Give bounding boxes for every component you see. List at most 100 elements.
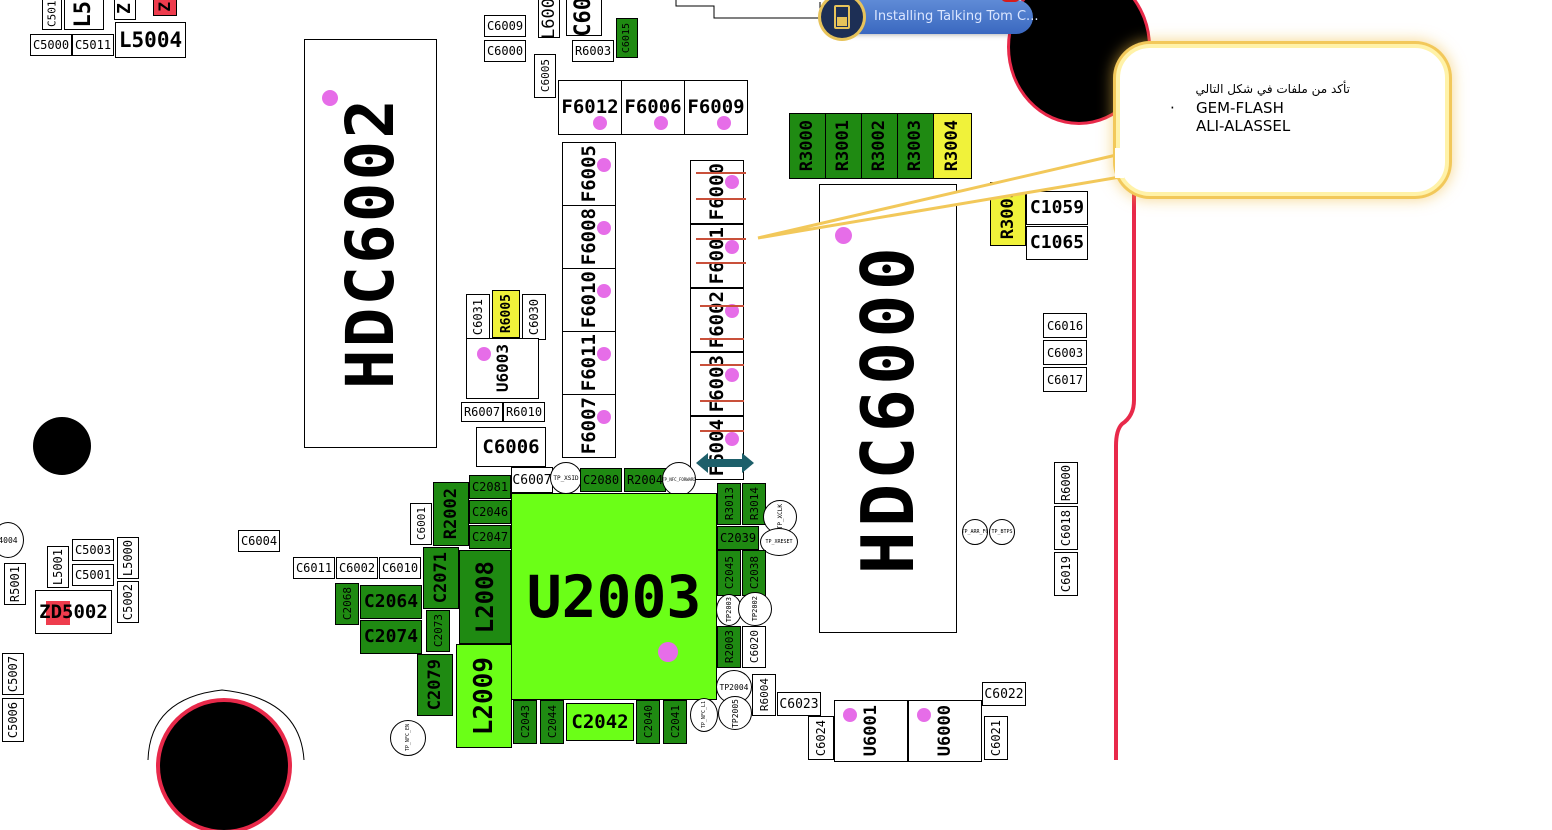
component-c6010: C6010 (379, 557, 421, 579)
testpoint-2004: TP2004 (716, 670, 752, 704)
component-c6003: C6003 (1043, 340, 1087, 365)
component-r6005-label: R6005 (498, 294, 514, 334)
component-c6018: C6018 (1054, 506, 1078, 550)
battery-level (837, 17, 847, 26)
component-c6005: C6005 (534, 54, 556, 98)
component-c6030: C6030 (522, 294, 546, 340)
pin-marker (725, 175, 739, 189)
pin-marker (597, 410, 611, 424)
component-f6005: F6005 (562, 142, 616, 206)
pin-marker (917, 708, 931, 722)
chip-u2003-label: U2003 (526, 562, 702, 631)
component-c60: C60 (566, 0, 602, 36)
component-l2008-label: L2008 (471, 560, 499, 634)
testpoint-nfc-forward: TP_NFC_FORWARD (662, 462, 696, 496)
component-c6018-label: C6018 (1059, 509, 1073, 547)
component-u6001-label: U6001 (860, 705, 881, 757)
callout-bullet: · (1170, 99, 1175, 117)
component-r6004-label: R6004 (757, 678, 771, 712)
component-l5000-label: L5000 (121, 539, 135, 577)
component-c2068-label: C2068 (340, 587, 354, 621)
component-c2044-label: C2044 (545, 705, 559, 739)
callout-heading: تأكد من ملفات في شكل التالي (1195, 82, 1351, 96)
callout-text: تأكد من ملفات في شكل التالي · GEM-FLASH … (1150, 82, 1350, 135)
component-c6004: C6004 (238, 530, 280, 552)
component-f6004: F6004 (690, 416, 744, 480)
component-c2041-label: C2041 (668, 705, 682, 739)
pin-marker (725, 432, 739, 446)
strike-mark (696, 198, 746, 200)
component-f6005-label: F6005 (577, 145, 600, 203)
component-c6016: C6016 (1043, 313, 1087, 338)
component-c2074: C2074 (360, 620, 422, 654)
callout-pointer-cover (1115, 148, 1124, 178)
testpoint-2002-label: TP2002 (751, 596, 759, 622)
component-r6007: R6007 (461, 402, 503, 422)
pin-marker (835, 227, 852, 244)
double-arrow-icon (696, 453, 754, 473)
component-c6015: C6015 (616, 18, 638, 58)
component-c5002-label: C5002 (121, 583, 135, 621)
component-c2040: C2040 (636, 700, 660, 744)
component-r6003: R6003 (572, 40, 614, 62)
component-c6009: C6009 (484, 15, 526, 37)
component-c6019-label: C6019 (1059, 555, 1073, 593)
component-l5: L5 (64, 0, 104, 30)
component-l2009-label: L2009 (469, 656, 499, 736)
chip-u2003: U2003 (511, 493, 717, 700)
component-f6011: F6011 (562, 331, 616, 395)
component-zd-top-label: Z (155, 2, 174, 12)
trace-lines (675, 0, 821, 19)
component-r2002: R2002 (433, 482, 469, 546)
install-notification[interactable]: Installing Talking Tom C... 24 (821, 0, 1038, 38)
notification-badge: 24 (1001, 0, 1021, 2)
component-f6006: F6006 (621, 80, 685, 135)
component-c6001-label: C6001 (414, 507, 428, 541)
component-c6015-label: C6015 (621, 22, 632, 54)
component-c5007: C5007 (2, 653, 24, 695)
testpoint-btps: TP_BTPS (989, 519, 1015, 545)
board-outline (147, 0, 1136, 760)
component-l2008: L2008 (459, 550, 511, 644)
testpoint-2002: TP2002 (738, 592, 772, 626)
component-u6003: U6003 (466, 338, 539, 399)
connector-hdc6002-label: HDC6002 (331, 97, 409, 390)
component-zd5002-label: ZD5002 (39, 600, 108, 623)
connector-hdc6002: HDC6002 (304, 39, 437, 448)
component-l600-label: L600 (538, 0, 559, 38)
component-r3003: R3003 (897, 113, 934, 179)
component-c2038: C2038 (742, 550, 766, 596)
component-c6005-label: C6005 (538, 59, 552, 93)
component-r6004: R6004 (752, 674, 776, 716)
component-c2041: C2041 (663, 700, 687, 744)
component-c6031: C6031 (466, 294, 490, 340)
component-c5003: C5003 (72, 539, 114, 561)
component-r2003: R2003 (717, 626, 741, 668)
component-c6001: C6001 (410, 503, 432, 545)
component-l2009: L2009 (456, 644, 512, 748)
component-c5011: C5011 (72, 34, 114, 56)
component-r2004: R2004 (624, 468, 666, 492)
component-c2042: C2042 (566, 703, 634, 741)
component-r2002-label: R2002 (440, 488, 461, 540)
testpoint-xsid: TP_XSID (550, 462, 582, 494)
component-f6001: F6001 (690, 224, 744, 288)
pin-marker (477, 347, 491, 361)
testpoint-arr-fg: TP_ARR_FG (962, 519, 988, 545)
component-c2040-label: C2040 (641, 705, 655, 739)
component-f6010-label: F6010 (577, 271, 600, 329)
component-c6030-label: C6030 (527, 298, 541, 336)
component-r3014: R3014 (742, 483, 766, 525)
zd5002-pad (46, 601, 70, 625)
component-r3002: R3002 (861, 113, 898, 179)
testpoint-2003: TP2003 (716, 594, 742, 626)
battery-body (834, 5, 850, 29)
component-l5001: L5001 (47, 546, 69, 588)
component-f6007-label: F6007 (577, 397, 600, 455)
pin-marker (658, 642, 678, 662)
component-r6010: R6010 (503, 402, 545, 422)
component-c5002: C5002 (117, 581, 139, 623)
mount-hole-bottom (160, 702, 288, 830)
pin-marker (725, 304, 739, 318)
component-r2003-label: R2003 (722, 630, 736, 664)
